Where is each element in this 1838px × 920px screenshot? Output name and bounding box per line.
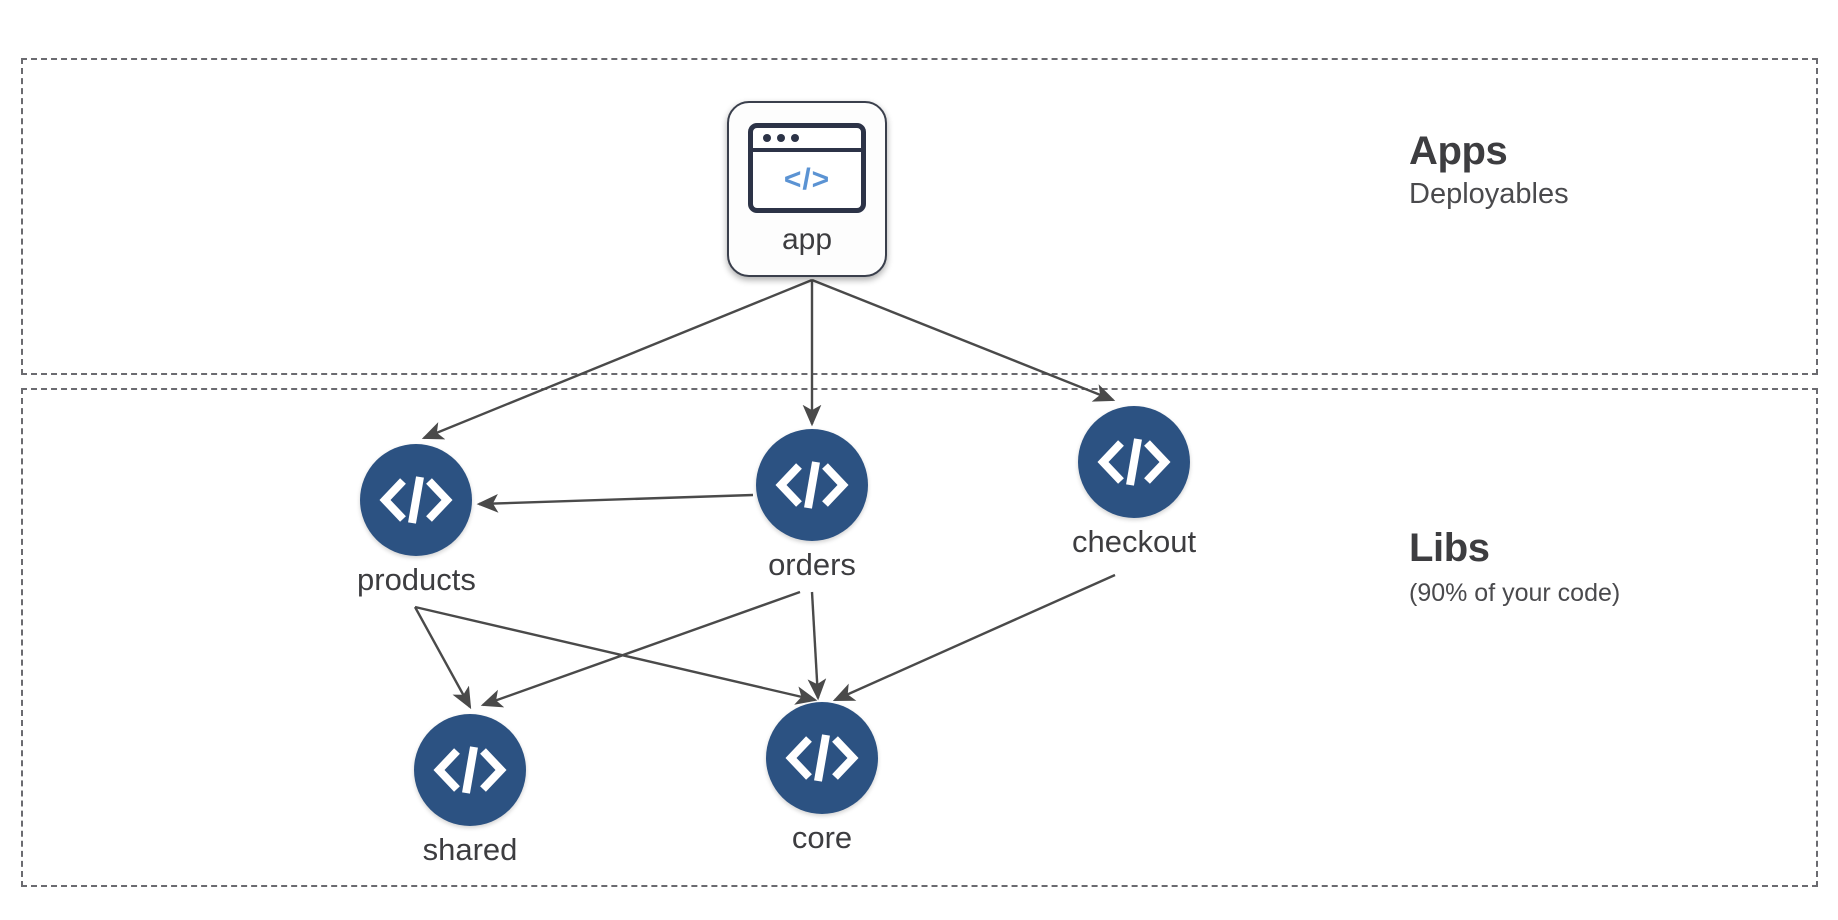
legend-apps-title: Apps: [1409, 129, 1508, 173]
node-core[interactable]: core: [766, 702, 878, 853]
region-apps: [21, 58, 1818, 375]
node-orders[interactable]: orders: [756, 429, 868, 580]
code-brackets-icon: [433, 746, 507, 794]
node-checkout-label: checkout: [1072, 524, 1197, 559]
shared-circle: [414, 714, 526, 826]
legend-libs-subtitle: (90% of your code): [1409, 579, 1621, 607]
browser-dot-2: [777, 134, 785, 142]
code-brackets-icon: [1097, 438, 1171, 486]
node-app-label: app: [781, 223, 833, 256]
node-products[interactable]: products: [357, 444, 476, 595]
legend-apps: Apps Deployables: [1409, 130, 1569, 211]
node-shared-label: shared: [422, 832, 518, 867]
node-orders-label: orders: [768, 547, 856, 582]
legend-apps-subtitle: Deployables: [1409, 178, 1569, 210]
browser-viewport: </>: [753, 152, 861, 208]
code-brackets-icon: [785, 734, 859, 782]
legend-libs-title: Libs: [1409, 526, 1490, 570]
browser-dot-3: [791, 134, 799, 142]
code-glyph: </>: [783, 163, 831, 196]
node-core-label: core: [791, 820, 853, 855]
products-circle: [360, 444, 473, 556]
region-libs: [21, 388, 1818, 887]
orders-circle: [756, 429, 868, 541]
node-shared[interactable]: shared: [414, 714, 526, 865]
node-products-label: products: [357, 562, 476, 597]
browser-dot-1: [763, 134, 771, 142]
node-checkout[interactable]: checkout: [1072, 406, 1196, 557]
core-circle: [766, 702, 878, 814]
browser-titlebar: [753, 128, 861, 152]
browser-code-icon: </>: [748, 123, 866, 213]
node-app[interactable]: </> app: [727, 101, 887, 277]
checkout-circle: [1078, 406, 1191, 518]
code-brackets-icon: [379, 476, 453, 524]
code-brackets-icon: [775, 461, 849, 509]
legend-libs: Libs (90% of your code): [1409, 527, 1620, 608]
